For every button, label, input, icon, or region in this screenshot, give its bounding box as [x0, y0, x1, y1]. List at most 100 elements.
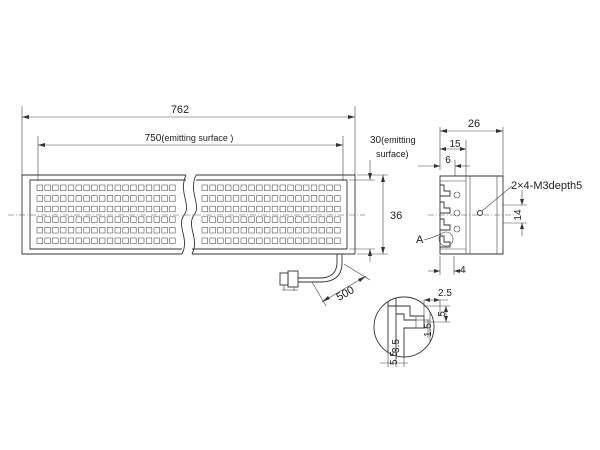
led-cell — [271, 227, 279, 234]
led-cell — [138, 195, 145, 202]
led-cell — [114, 227, 121, 234]
detail-callout-a: A — [416, 234, 424, 246]
led-cell — [209, 227, 216, 234]
led-cell — [75, 227, 82, 234]
led-cell — [130, 205, 137, 213]
led-cell — [310, 227, 318, 234]
led-cell — [67, 195, 75, 202]
led-cell — [310, 205, 318, 213]
led-cell — [44, 184, 51, 191]
led-cell — [122, 195, 129, 202]
led-cell — [169, 184, 176, 191]
led-cell — [122, 237, 129, 244]
led-cell — [271, 205, 279, 213]
led-cell — [279, 205, 286, 213]
led-cell — [225, 237, 232, 244]
led-cell — [295, 205, 302, 213]
led-cell — [106, 227, 114, 234]
led-cell — [240, 227, 247, 234]
led-cell — [232, 216, 240, 223]
led-cell — [75, 216, 82, 223]
led-cell — [145, 237, 153, 244]
led-cell — [83, 195, 90, 202]
led-cell — [44, 227, 51, 234]
led-cell — [217, 205, 224, 213]
led-cell — [209, 216, 216, 223]
led-cell — [99, 227, 106, 234]
led-cell — [248, 205, 255, 213]
front-view: 762 750(emitting surface ) 36 — [8, 104, 416, 307]
led-cell — [248, 184, 255, 191]
led-cell — [52, 216, 59, 223]
dim-line-500 — [321, 275, 367, 303]
led-cell — [201, 195, 208, 202]
led-cell — [217, 216, 224, 223]
led-cell — [145, 227, 153, 234]
led-cell — [217, 227, 224, 234]
led-cell — [271, 184, 279, 191]
led-cell — [334, 227, 341, 234]
led-cell — [256, 205, 263, 213]
led-cell — [232, 237, 240, 244]
dim-36-label: 36 — [390, 210, 402, 222]
dim-750-label: 750(emitting surface ) — [145, 133, 234, 144]
led-cell — [60, 205, 67, 213]
led-cell — [217, 184, 224, 191]
led-cell — [303, 195, 310, 202]
led-cell — [114, 184, 121, 191]
led-cell — [138, 184, 145, 191]
led-cell — [99, 205, 106, 213]
dim-30-label: 30(emitting — [370, 135, 416, 146]
led-cell — [106, 216, 114, 223]
led-cell — [248, 237, 255, 244]
led-cell — [83, 216, 90, 223]
led-cell — [161, 195, 168, 202]
led-cell — [287, 184, 294, 191]
led-cell — [99, 237, 106, 244]
led-cell — [130, 237, 137, 244]
led-cell — [83, 184, 90, 191]
led-cell — [318, 227, 325, 234]
mount-holes-label: 2×4-M3depth5 — [511, 180, 582, 192]
led-cell — [36, 216, 43, 223]
led-cell — [334, 195, 341, 202]
led-cell — [279, 184, 286, 191]
led-cell — [161, 227, 168, 234]
dim-500-label: 500 — [335, 284, 357, 304]
led-cell — [91, 216, 98, 223]
led-cell — [75, 184, 82, 191]
led-cell — [264, 184, 271, 191]
led-cell — [52, 237, 59, 244]
led-cell — [169, 237, 176, 244]
led-cell — [36, 195, 43, 202]
led-cell — [138, 237, 145, 244]
led-cell — [295, 227, 302, 234]
led-cell — [287, 227, 294, 234]
led-cell — [209, 195, 216, 202]
led-cell — [44, 195, 51, 202]
led-cell — [240, 195, 247, 202]
led-cell — [201, 237, 208, 244]
led-cell — [240, 237, 247, 244]
led-cell — [225, 195, 232, 202]
led-cell — [287, 216, 294, 223]
led-cell — [67, 184, 75, 191]
led-cell — [91, 237, 98, 244]
led-cell — [295, 184, 302, 191]
dim-15-label: 15 — [449, 139, 461, 150]
led-cell — [169, 195, 176, 202]
led-cell — [91, 195, 98, 202]
led-cell — [44, 237, 51, 244]
led-cell — [75, 195, 82, 202]
led-cell — [153, 216, 160, 223]
led-cell — [225, 184, 232, 191]
led-cell — [310, 237, 318, 244]
led-cell — [201, 216, 208, 223]
led-cell — [295, 216, 302, 223]
led-cell — [217, 195, 224, 202]
led-cell — [60, 195, 67, 202]
led-cell — [295, 195, 302, 202]
led-cell — [334, 205, 341, 213]
led-cell — [114, 237, 121, 244]
